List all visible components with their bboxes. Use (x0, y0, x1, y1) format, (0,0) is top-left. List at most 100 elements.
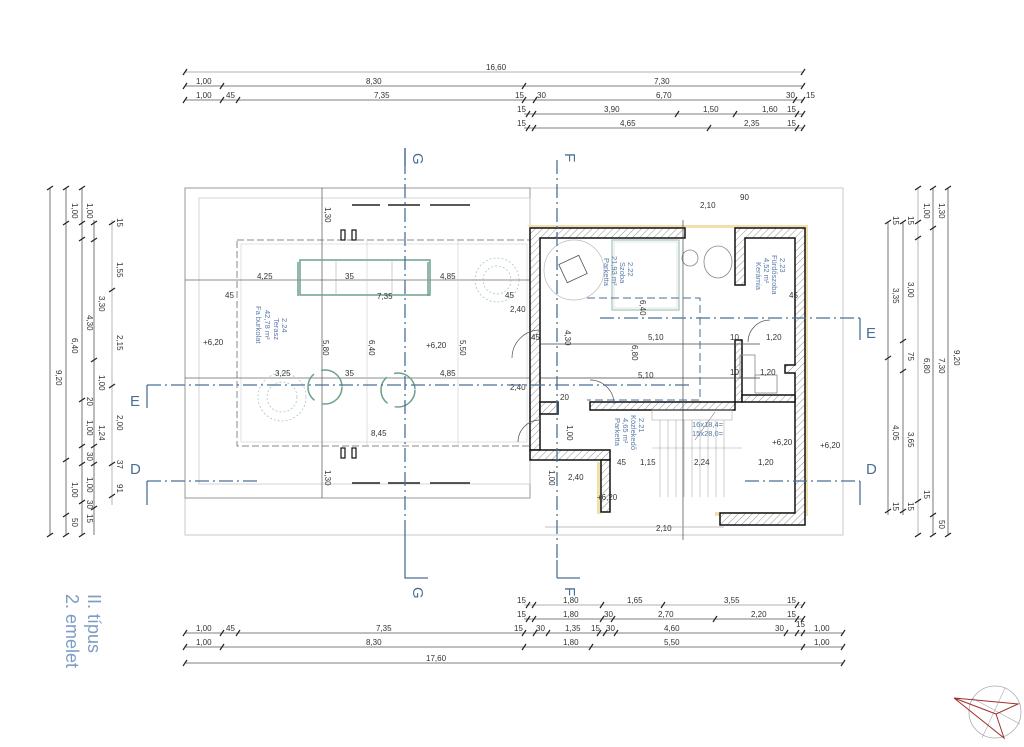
bottom-dimensions: 15 1,80 1,65 3,55 15 15 1,80 30 2,70 2,2… (182, 596, 846, 667)
dim-label: 1,24 (97, 425, 106, 441)
dim-label: 4,30 (85, 315, 94, 331)
room-label-hallway: 2.21 Közlekedő 4,65 m² Parketta (613, 415, 646, 450)
dim-label: 50 (937, 520, 946, 529)
dim-label: 15 (906, 216, 915, 225)
post-icons (340, 229, 357, 459)
dim-label: 16,60 (486, 63, 507, 72)
dim-label: 1,30 (323, 207, 332, 223)
dim-label: 1,00 (814, 624, 830, 633)
svg-text:Fa burkolat: Fa burkolat (254, 306, 263, 344)
dim-label: 30 (85, 500, 94, 509)
svg-text:4,52 m²: 4,52 m² (762, 258, 771, 284)
dim-label: 35 (345, 369, 354, 378)
svg-text:+6,20: +6,20 (597, 493, 618, 502)
dim-label: 3,90 (604, 105, 620, 114)
section-label-f: F (561, 587, 578, 596)
dim-label: 4,30 (563, 330, 572, 346)
door-icons (511, 319, 771, 443)
dim-label: 37 (115, 460, 124, 469)
dim-label: 4,25 (257, 272, 273, 281)
section-label-e: E (130, 393, 140, 410)
dim-label: 1,30 (323, 470, 332, 486)
toilet-icon (681, 245, 733, 279)
dim-label: 1,00 (196, 638, 212, 647)
dim-label: 7,35 (376, 624, 392, 633)
dim-label: 3,30 (97, 296, 106, 312)
dim-label: 2,35 (744, 119, 760, 128)
dim-label: 15 (922, 490, 931, 499)
dim-label: 15 (115, 218, 124, 227)
dim-label: 2,10 (700, 201, 716, 210)
dim-label: 7,35 (377, 292, 393, 301)
svg-text:Parketta: Parketta (613, 418, 622, 447)
dim-label: 2,40 (510, 305, 526, 314)
dim-label: 1,35 (565, 624, 581, 633)
dim-label: 2,70 (658, 610, 674, 619)
dim-label: 2,00 (115, 415, 124, 431)
dim-label: 30 (85, 452, 94, 461)
svg-text:2.22: 2.22 (626, 262, 635, 277)
svg-text:+6,20: +6,20 (772, 438, 793, 447)
dim-label: 3,25 (275, 369, 291, 378)
dim-label: 15 (906, 502, 915, 511)
dim-label: 1,00 (196, 624, 212, 633)
dim-label: 2,24 (694, 458, 710, 467)
dim-label: 1,00 (547, 470, 556, 486)
dim-label: 1,00 (196, 91, 212, 100)
dim-label: 1,60 (762, 105, 778, 114)
sofa-icon (297, 259, 431, 296)
room-label-bathroom: 2.23 Fürdőszoba 4,52 m² Kerámia (754, 255, 787, 295)
floor-label: 2. emelet (62, 594, 82, 668)
dim-label: 3,00 (906, 282, 915, 298)
armchair-icon (543, 239, 605, 301)
dim-label: 75 (906, 352, 915, 361)
dim-label: 1,15 (640, 458, 656, 467)
section-label-d: D (130, 461, 141, 478)
dim-label: 7,35 (374, 91, 390, 100)
dim-label: 15 (591, 624, 600, 633)
dim-label: 4,85 (440, 369, 456, 378)
dim-label: 1,20 (760, 368, 776, 377)
dim-label: 1,20 (766, 333, 782, 342)
dim-label: 1,00 (565, 425, 574, 441)
dim-label: 1,00 (85, 420, 94, 436)
building: 6,40 5,10 4,30 6,80 5,10 1,20 10 10 1,20… (203, 193, 841, 540)
svg-text:+6,20: +6,20 (820, 441, 841, 450)
svg-text:Közlekedő: Közlekedő (629, 415, 638, 450)
svg-text:Terasz: Terasz (272, 318, 281, 340)
dim-label: 5,10 (638, 371, 654, 380)
dim-label: 1,30 (937, 203, 946, 219)
dim-label: 3,55 (724, 596, 740, 605)
dim-label: 4,60 (664, 624, 680, 633)
left-dimensions: 9,20 1,00 6,40 1,00 50 1,00 4,30 20 1,00… (46, 185, 124, 538)
dim-label: 6,80 (630, 345, 639, 361)
svg-text:21,93 m²: 21,93 m² (610, 256, 619, 286)
dim-label: 9,20 (952, 350, 961, 366)
dim-label: 30 (536, 624, 545, 633)
dim-label: 5,50 (664, 638, 680, 647)
dim-label: 20 (85, 397, 94, 406)
dim-label: 3,35 (891, 288, 900, 304)
dim-label: 5,80 (321, 340, 330, 356)
dim-label: 10 (730, 368, 739, 377)
dim-label: 15 (515, 91, 524, 100)
svg-text:2.24: 2.24 (280, 318, 289, 333)
section-label-e: E (866, 325, 876, 342)
dim-label: 3,65 (906, 432, 915, 448)
drawing-title: II. típus 2. emelet (62, 594, 104, 668)
svg-text:2.21: 2.21 (637, 418, 646, 433)
dim-label: 15 (796, 620, 805, 629)
dim-label: 4,85 (440, 272, 456, 281)
dim-label: 5,50 (458, 340, 467, 356)
stair-label: 15x28,0= (692, 429, 724, 438)
dim-label: 8,45 (371, 429, 387, 438)
dim-label: 50 (70, 518, 79, 527)
dim-label: 1,00 (97, 375, 106, 391)
dim-label: 1,80 (563, 610, 579, 619)
svg-text:+6,20: +6,20 (203, 338, 224, 347)
dim-label: 4,05 (891, 425, 900, 441)
dim-label: 15 (891, 502, 900, 511)
dim-label: 20 (560, 393, 569, 402)
dim-label: 5,10 (648, 333, 664, 342)
dim-label: 30 (604, 610, 613, 619)
